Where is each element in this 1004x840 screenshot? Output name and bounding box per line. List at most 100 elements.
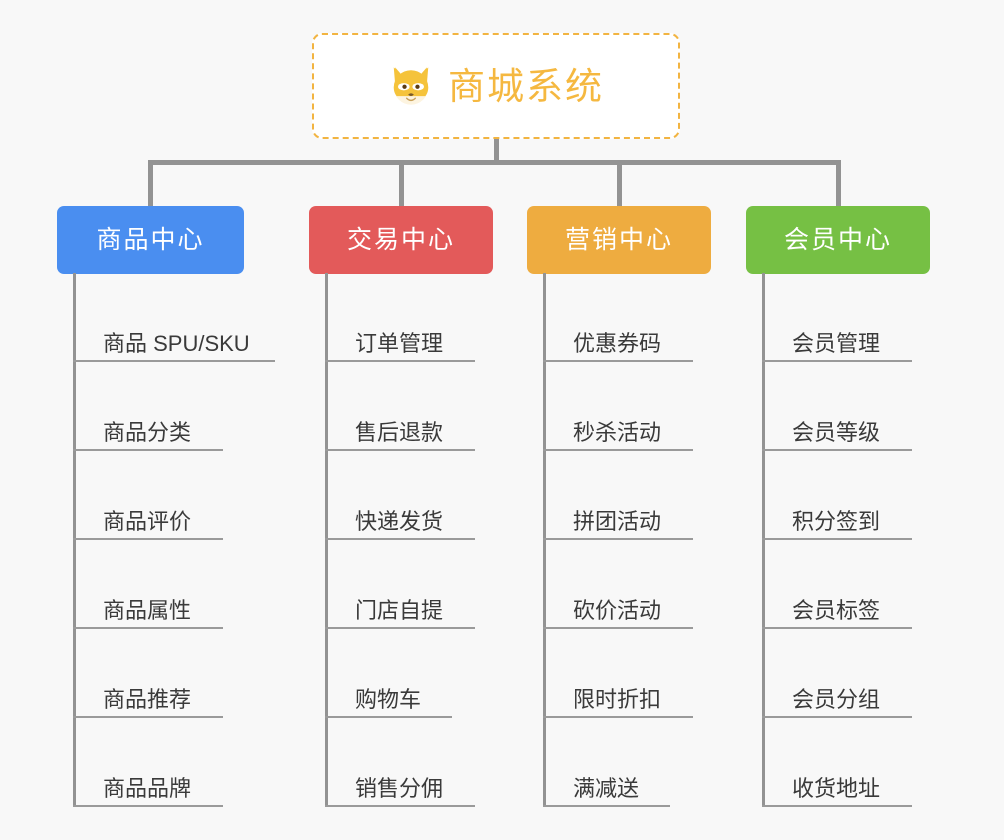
leaf-item-underline [325, 538, 475, 540]
root-node-shop-system[interactable]: 商城系统 [312, 33, 680, 139]
leaf-item[interactable]: 积分签到 [762, 451, 912, 540]
connector-drop-marketing-center [617, 160, 622, 206]
leaf-item[interactable]: 优惠券码 [543, 273, 693, 362]
leaf-item[interactable]: 会员管理 [762, 273, 912, 362]
leaf-item-inner: 满减送 [543, 776, 670, 807]
category-label-member-center: 会员中心 [783, 225, 892, 254]
leaf-item[interactable]: 砍价活动 [543, 540, 693, 629]
category-label-product-center: 商品中心 [96, 225, 205, 254]
leaf-item-underline [543, 627, 693, 629]
leaf-item-inner: 门店自提 [325, 599, 475, 629]
connector-drop-trade-center [399, 160, 404, 206]
leaf-item-inner: 限时折扣 [543, 687, 693, 718]
leaf-item-inner: 会员标签 [762, 598, 912, 629]
leaf-item-inner: 优惠券码 [543, 332, 693, 362]
leaf-item[interactable]: 门店自提 [325, 540, 475, 629]
leaf-item-inner: 砍价活动 [543, 598, 693, 629]
leaf-item-underline [73, 360, 275, 362]
shiba-dog-icon [393, 67, 429, 105]
leaf-item-underline [762, 627, 912, 629]
leaf-item[interactable]: 快递发货 [325, 451, 475, 540]
leaf-item-inner: 收货地址 [762, 777, 912, 807]
leaf-item[interactable]: 商品品牌 [73, 718, 250, 807]
leaf-item-inner: 会员等级 [762, 420, 912, 451]
leaf-item-label: 商品属性 [103, 598, 192, 623]
leaf-item-underline [73, 716, 223, 718]
leaf-item-underline [325, 627, 475, 629]
category-box-member-center[interactable]: 会员中心 [746, 206, 930, 274]
leaf-item-inner: 商品分类 [73, 420, 223, 451]
leaf-column-spine [73, 273, 76, 807]
leaf-item[interactable]: 购物车 [325, 629, 452, 718]
leaf-item-label: 会员标签 [792, 598, 881, 623]
leaf-item-underline [73, 805, 223, 807]
leaf-item[interactable]: 秒杀活动 [543, 362, 693, 451]
leaf-item-inner: 积分签到 [762, 509, 912, 540]
leaf-item-label: 限时折扣 [573, 687, 662, 712]
leaf-item[interactable]: 满减送 [543, 718, 670, 807]
leaf-item[interactable]: 收货地址 [762, 718, 912, 807]
category-box-marketing-center[interactable]: 营销中心 [527, 206, 711, 274]
leaf-item-label: 商品分类 [103, 420, 192, 445]
leaf-item-inner: 销售分佣 [325, 776, 475, 807]
leaf-item-label: 会员等级 [792, 420, 881, 445]
leaf-item-underline [543, 805, 670, 807]
leaf-item[interactable]: 订单管理 [325, 273, 475, 362]
leaf-item-label: 快递发货 [355, 509, 444, 534]
leaf-item-inner: 商品推荐 [73, 687, 223, 718]
leaf-item-label: 满减送 [573, 776, 640, 801]
category-box-product-center[interactable]: 商品中心 [57, 206, 244, 274]
leaf-item-underline [325, 449, 475, 451]
leaf-item-label: 秒杀活动 [573, 420, 662, 445]
leaf-item-underline [325, 805, 475, 807]
leaf-item-inner: 售后退款 [325, 421, 475, 451]
leaf-item-underline [543, 716, 693, 718]
leaf-item-inner: 商品属性 [73, 598, 223, 629]
leaf-item-underline [762, 716, 912, 718]
leaf-item[interactable]: 限时折扣 [543, 629, 693, 718]
leaf-item[interactable]: 商品分类 [73, 362, 250, 451]
leaf-item-label: 商品 SPU/SKU [103, 331, 250, 356]
leaf-item-underline [762, 449, 912, 451]
leaf-item[interactable]: 售后退款 [325, 362, 475, 451]
leaf-item-label: 商品推荐 [103, 687, 192, 712]
leaf-item-label: 砍价活动 [573, 598, 662, 623]
leaf-item[interactable]: 商品 SPU/SKU [73, 273, 275, 362]
leaf-item-label: 商品品牌 [103, 776, 192, 801]
leaf-item-inner: 快递发货 [325, 509, 475, 540]
leaf-item[interactable]: 拼团活动 [543, 451, 693, 540]
leaf-item-underline [325, 360, 475, 362]
leaf-item[interactable]: 商品推荐 [73, 629, 250, 718]
leaf-item[interactable]: 商品属性 [73, 540, 250, 629]
leaf-item-underline [325, 716, 452, 718]
leaf-item-inner: 会员管理 [762, 332, 912, 362]
leaf-item[interactable]: 会员分组 [762, 629, 912, 718]
leaf-item-label: 商品评价 [103, 509, 192, 534]
leaf-item-inner: 购物车 [325, 688, 452, 718]
connector-drop-member-center [836, 160, 841, 206]
category-box-trade-center[interactable]: 交易中心 [309, 206, 493, 274]
leaf-item[interactable]: 销售分佣 [325, 718, 475, 807]
leaf-item-underline [762, 538, 912, 540]
leaf-item-underline [73, 538, 223, 540]
leaf-column-spine [762, 273, 765, 807]
leaf-item-inner: 商品 SPU/SKU [73, 331, 275, 362]
leaf-item-underline [543, 449, 693, 451]
leaf-item[interactable]: 会员标签 [762, 540, 912, 629]
leaf-item-inner: 商品评价 [73, 509, 223, 540]
leaf-item-inner: 商品品牌 [73, 776, 223, 807]
leaf-item-underline [543, 538, 693, 540]
leaf-item-underline [762, 805, 912, 807]
leaf-item-inner: 会员分组 [762, 687, 912, 718]
leaf-item[interactable]: 会员等级 [762, 362, 912, 451]
leaf-item-underline [762, 360, 912, 362]
leaf-column-product-center: 商品 SPU/SKU 商品分类商品评价商品属性商品推荐商品品牌 [73, 273, 275, 807]
leaf-item-underline [73, 449, 223, 451]
leaf-item[interactable]: 商品评价 [73, 451, 250, 540]
leaf-item-label: 销售分佣 [355, 776, 444, 801]
leaf-item-inner: 秒杀活动 [543, 420, 693, 451]
leaf-item-label: 积分签到 [792, 509, 881, 534]
leaf-column-spine [325, 273, 328, 807]
leaf-item-label: 会员分组 [792, 687, 881, 712]
